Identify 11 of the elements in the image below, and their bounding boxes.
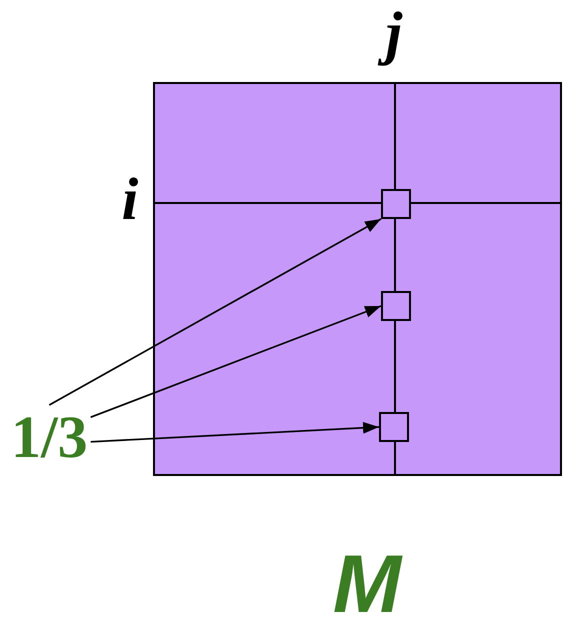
matrix-entry bbox=[379, 412, 409, 442]
matrix-entry bbox=[381, 291, 411, 321]
matrix bbox=[153, 82, 562, 476]
arrow bbox=[90, 305, 382, 418]
fraction-label: 1/3 bbox=[11, 407, 88, 467]
column-index-label: j bbox=[372, 2, 408, 74]
matrix-name-label: M bbox=[322, 545, 414, 621]
arrow bbox=[90, 422, 380, 443]
row-index-label: i bbox=[108, 168, 152, 228]
arrow bbox=[48, 218, 382, 406]
matrix-entry bbox=[381, 189, 411, 219]
